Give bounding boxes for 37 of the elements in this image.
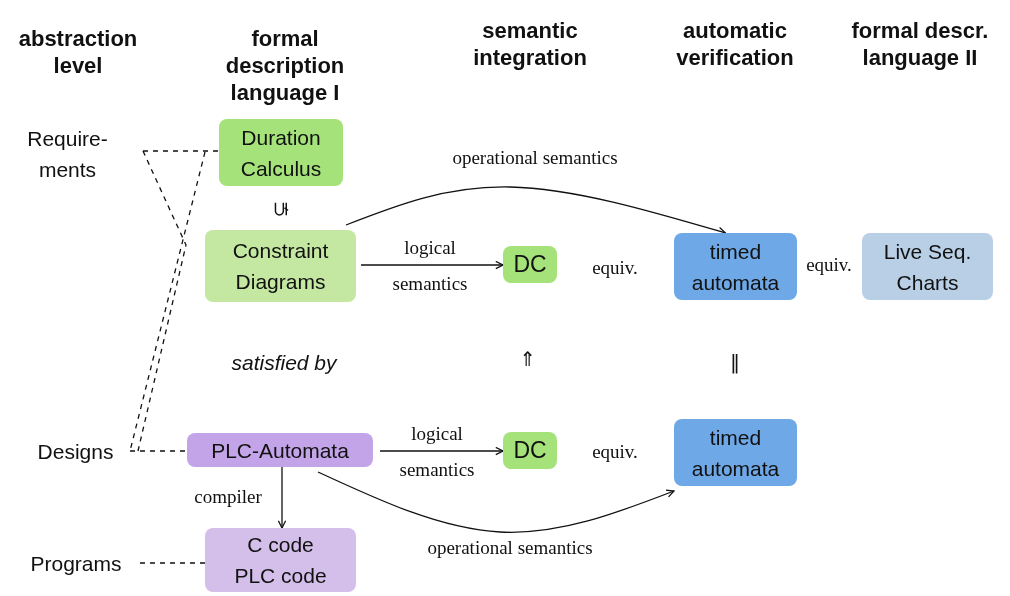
arrow — [345, 186, 727, 236]
equality-symbol: ‖ — [729, 350, 741, 374]
rounded-box: C code PLC code — [205, 528, 356, 592]
level-label: Require- ments — [20, 122, 115, 186]
rounded-box: PLC-Automata — [187, 433, 373, 467]
column-header: formal descr. language II — [850, 17, 990, 71]
arrow — [317, 471, 675, 533]
edge-label: compiler — [193, 486, 263, 508]
subset-symbol: ⊊ — [268, 199, 292, 220]
rounded-box: DC — [503, 246, 557, 283]
rounded-box: Constraint Diagrams — [205, 230, 356, 302]
annotation-text: satisfied by — [230, 351, 339, 375]
rounded-box: timed automata — [674, 233, 797, 300]
equiv-label: equiv. — [805, 254, 853, 276]
rounded-box: DC — [503, 432, 557, 469]
column-header: formal description language I — [224, 24, 346, 106]
arrow — [379, 446, 504, 456]
rounded-box: Duration Calculus — [219, 119, 343, 186]
dashed-line — [139, 562, 206, 564]
column-header: abstraction level — [17, 25, 139, 79]
arrow — [277, 466, 287, 529]
equiv-label: equiv. — [591, 257, 639, 279]
edge-label: logical semantics — [391, 236, 469, 296]
column-header: semantic integration — [472, 17, 588, 71]
arrow — [360, 260, 504, 270]
dashed-line — [129, 450, 188, 452]
rounded-box: Live Seq. Charts — [862, 233, 993, 300]
equiv-label: equiv. — [591, 441, 639, 463]
implication-symbol: ⇑ — [518, 347, 538, 371]
rounded-box: timed automata — [674, 419, 797, 486]
edge-label: operational semantics — [451, 147, 619, 169]
edge-label: logical semantics — [398, 422, 476, 482]
level-label: Designs — [28, 434, 123, 468]
edge-label: operational semantics — [426, 537, 594, 559]
column-header: automatic verification — [675, 17, 795, 71]
dashed-line — [142, 150, 220, 152]
level-label: Programs — [20, 546, 132, 580]
